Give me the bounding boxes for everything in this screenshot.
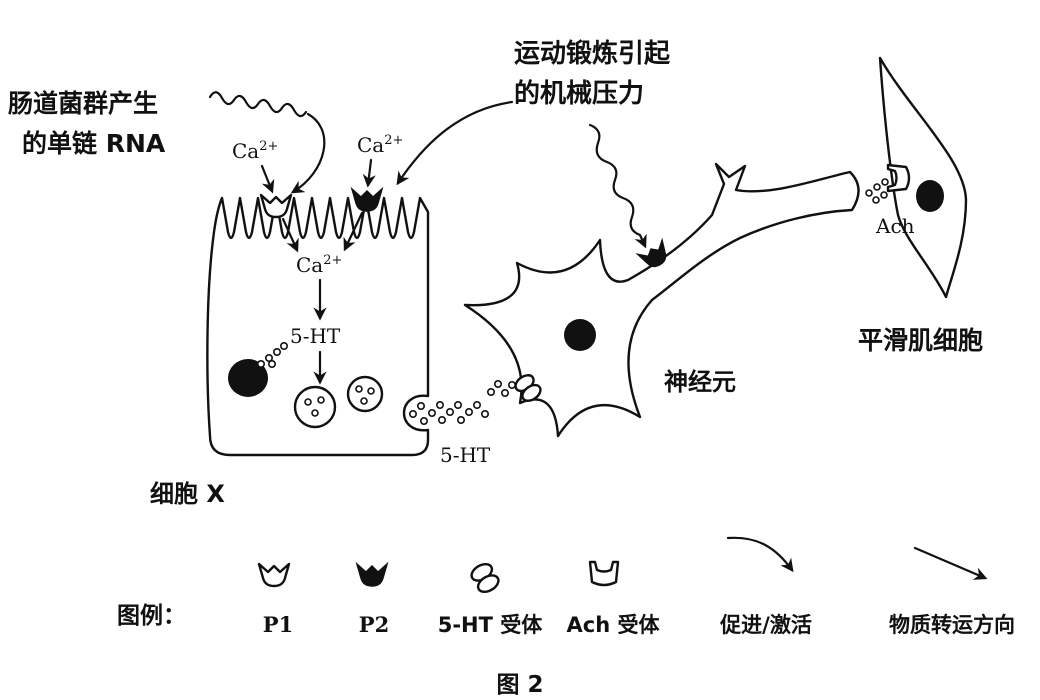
calcium-to-p2-arrow (362, 158, 376, 188)
acetylcholine-molecules (865, 178, 889, 204)
acetylcholine-molecule (872, 196, 880, 204)
serotonin-molecule (486, 387, 495, 396)
serotonin-molecule (437, 415, 446, 424)
calcium-label-right: Ca2+ (357, 133, 403, 157)
legend-label-ach-receptor: Ach 受体 (567, 613, 661, 637)
vesicle-membrane (293, 385, 337, 429)
serotonin-molecule (507, 380, 516, 389)
pressure-activates-p2-arrow (396, 100, 514, 186)
ach-receptor (886, 163, 911, 193)
rna-source-label-line1: 肠道菌群产生 (8, 89, 158, 118)
legend-label-p1: P1 (263, 612, 293, 637)
serotonin-molecule (456, 415, 465, 424)
legend-title: 图例： (117, 603, 186, 629)
serotonin-molecule (472, 400, 481, 409)
legend: 图例： P1 P2 5-HT 受体 Ach 受体 促进/激活 物质转运方向 (117, 536, 1015, 637)
serotonin-molecule (267, 359, 276, 368)
rna-source-label-line2: 的单链 RNA (22, 129, 166, 158)
serotonin-molecule (317, 396, 325, 404)
calcium-label-inner: Ca2+ (296, 253, 342, 277)
vesicle-2 (346, 375, 384, 413)
calcium-to-p1-arrow (260, 164, 275, 194)
serotonin-receptor (514, 374, 542, 402)
serotonin-molecule (480, 409, 489, 418)
serotonin-receptor-icon-lobe (476, 574, 500, 594)
single-strand-rna (208, 91, 308, 118)
serotonin-receptor-lobe (521, 383, 542, 402)
serotonin-molecule (464, 407, 473, 416)
acetylcholine-molecule (881, 178, 889, 186)
exercise-label-line1: 运动锻炼引起 (514, 38, 671, 69)
serotonin-molecule (272, 347, 281, 356)
serotonin-molecule (264, 353, 273, 362)
exercise-label-line2: 的机械压力 (514, 78, 644, 109)
serotonin-molecule (427, 408, 436, 417)
p2-to-calcium-arrow (343, 211, 364, 252)
serotonin-molecule (355, 385, 363, 393)
straight-arrow-icon (913, 546, 988, 580)
serotonin-label-released: 5-HT (440, 443, 491, 467)
p2-receptor-icon (355, 561, 389, 587)
cell-x-label: 细胞 X (150, 480, 225, 508)
curved-arrow-icon (726, 536, 794, 573)
neuron (463, 162, 860, 438)
serotonin-molecule (453, 400, 462, 409)
legend-label-serotonin-receptor: 5-HT 受体 (438, 613, 544, 637)
rna-activates-p1-arrow (290, 112, 326, 194)
serotonin-synthesis-dots (256, 341, 288, 368)
acetylcholine-molecule (873, 183, 881, 191)
vesicle-1 (293, 385, 337, 429)
ach-receptor-icon (588, 560, 620, 587)
acetylcholine-molecule (865, 189, 873, 197)
calcium-label-left: Ca2+ (232, 139, 278, 163)
serotonin-molecule (435, 400, 444, 409)
p1-receptor-icon (257, 562, 291, 588)
serotonin-molecule (408, 409, 417, 418)
neuron-membrane (463, 162, 860, 438)
smooth-muscle-membrane (878, 56, 968, 299)
serotonin-molecule (419, 416, 428, 425)
figure-caption: 图 2 (496, 672, 543, 698)
neuron-label: 神经元 (664, 368, 736, 396)
p1-receptor (259, 193, 293, 219)
pressure-to-neuron-wavy-arrow (588, 123, 647, 249)
smooth-muscle-nucleus (916, 180, 944, 212)
serotonin-molecule (311, 409, 319, 417)
neuron-nucleus (564, 319, 596, 351)
ach-label: Ach (875, 214, 915, 238)
serotonin-molecule (256, 359, 265, 368)
serotonin-molecule (500, 388, 509, 397)
acetylcholine-molecule (880, 191, 888, 199)
p1-to-calcium-arrow (281, 217, 299, 253)
serotonin-molecule (416, 401, 425, 410)
serotonin-molecule (493, 379, 502, 388)
neuron-p2-receptor (635, 237, 667, 268)
cell-x: Ca2+ 5-HT (206, 186, 430, 457)
smooth-muscle-label: 平滑肌细胞 (858, 326, 983, 355)
serotonin-molecule (445, 407, 454, 416)
serotonin-label-inner: 5-HT (290, 324, 341, 348)
legend-label-activation: 促进/激活 (719, 613, 812, 637)
p2-receptor (350, 186, 384, 212)
released-serotonin (408, 379, 516, 425)
serotonin-molecule (279, 341, 288, 350)
serotonin-molecule (367, 387, 375, 395)
legend-label-transport-direction: 物质转运方向 (889, 613, 1015, 637)
cell-x-nucleus (228, 359, 268, 397)
serotonin-molecule (304, 398, 312, 406)
serotonin-molecule (360, 397, 368, 405)
vesicle-membrane (346, 375, 384, 413)
smooth-muscle-cell (878, 56, 968, 299)
legend-label-p2: P2 (359, 612, 389, 637)
serotonin-receptor-icon (470, 562, 500, 594)
